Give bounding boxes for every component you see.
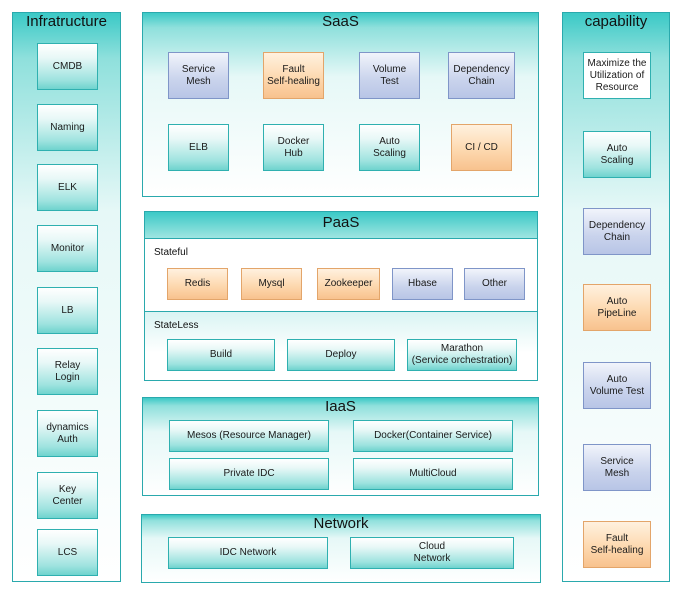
infra-item-key-center: Key Center: [37, 472, 98, 519]
capability-item-service-mesh: Service Mesh: [583, 444, 651, 491]
saas-title: SaaS: [322, 13, 359, 30]
saas-panel: SaaS Service Mesh Fault Self-healing Vol…: [142, 12, 539, 197]
paas-stateful-label: Stateful: [154, 247, 188, 258]
paas-item-hbase: Hbase: [392, 268, 453, 300]
iaas-item-docker: Docker(Container Service): [353, 420, 513, 452]
saas-item-auto-scaling: Auto Scaling: [359, 124, 420, 171]
infra-item-cmdb: CMDB: [37, 43, 98, 90]
capability-item-fault-self-healing: Fault Self-healing: [583, 521, 651, 568]
paas-title: PaaS: [322, 214, 360, 231]
capability-item-maximize-utilization: Maximize the Utilization of Resource: [583, 52, 651, 99]
paas-item-redis: Redis: [167, 268, 228, 300]
saas-item-docker-hub: Docker Hub: [263, 124, 324, 171]
saas-item-elb: ELB: [168, 124, 229, 171]
saas-item-volume-test: Volume Test: [359, 52, 420, 99]
infra-item-naming: Naming: [37, 104, 98, 151]
paas-panel: PaaS Stateful Redis Mysql Zookeeper Hbas…: [144, 211, 538, 381]
infra-item-monitor: Monitor: [37, 225, 98, 272]
capability-item-dependency-chain: Dependency Chain: [583, 208, 651, 255]
saas-item-ci-cd: CI / CD: [451, 124, 512, 171]
infrastructure-panel: Infratructure CMDB Naming ELK Monitor LB…: [12, 12, 121, 582]
infra-item-relay-login: Relay Login: [37, 348, 98, 395]
capability-item-auto-scaling: Auto Scaling: [583, 131, 651, 178]
network-title: Network: [313, 515, 369, 532]
capability-item-auto-pipeline: Auto PipeLine: [583, 284, 651, 331]
infra-item-lb: LB: [37, 287, 98, 334]
iaas-item-mesos: Mesos (Resource Manager): [169, 420, 329, 452]
network-panel: Network IDC Network Cloud Network: [141, 514, 541, 583]
saas-item-service-mesh: Service Mesh: [168, 52, 229, 99]
network-item-cloud: Cloud Network: [350, 537, 514, 569]
capability-title: capability: [584, 13, 648, 30]
capability-panel: capability Maximize the Utilization of R…: [562, 12, 670, 582]
iaas-item-multicloud: MultiCloud: [353, 458, 513, 490]
iaas-panel: IaaS Mesos (Resource Manager) Docker(Con…: [142, 397, 539, 496]
infra-item-lcs: LCS: [37, 529, 98, 576]
paas-item-deploy: Deploy: [287, 339, 395, 371]
paas-item-other: Other: [464, 268, 525, 300]
capability-item-auto-volume-test: Auto Volume Test: [583, 362, 651, 409]
paas-item-zookeeper: Zookeeper: [317, 268, 380, 300]
infrastructure-title: Infratructure: [26, 13, 107, 30]
saas-item-dependency-chain: Dependency Chain: [448, 52, 515, 99]
infra-item-dynamics-auth: dynamics Auth: [37, 410, 98, 457]
paas-item-marathon: Marathon (Service orchestration): [407, 339, 517, 371]
saas-item-fault-self-healing: Fault Self-healing: [263, 52, 324, 99]
infra-item-elk: ELK: [37, 164, 98, 211]
paas-title-bar: [145, 212, 537, 239]
paas-stateless-label: StateLess: [154, 320, 199, 331]
paas-item-mysql: Mysql: [241, 268, 302, 300]
iaas-item-private-idc: Private IDC: [169, 458, 329, 490]
network-item-idc: IDC Network: [168, 537, 328, 569]
iaas-title: IaaS: [325, 398, 356, 415]
paas-item-build: Build: [167, 339, 275, 371]
